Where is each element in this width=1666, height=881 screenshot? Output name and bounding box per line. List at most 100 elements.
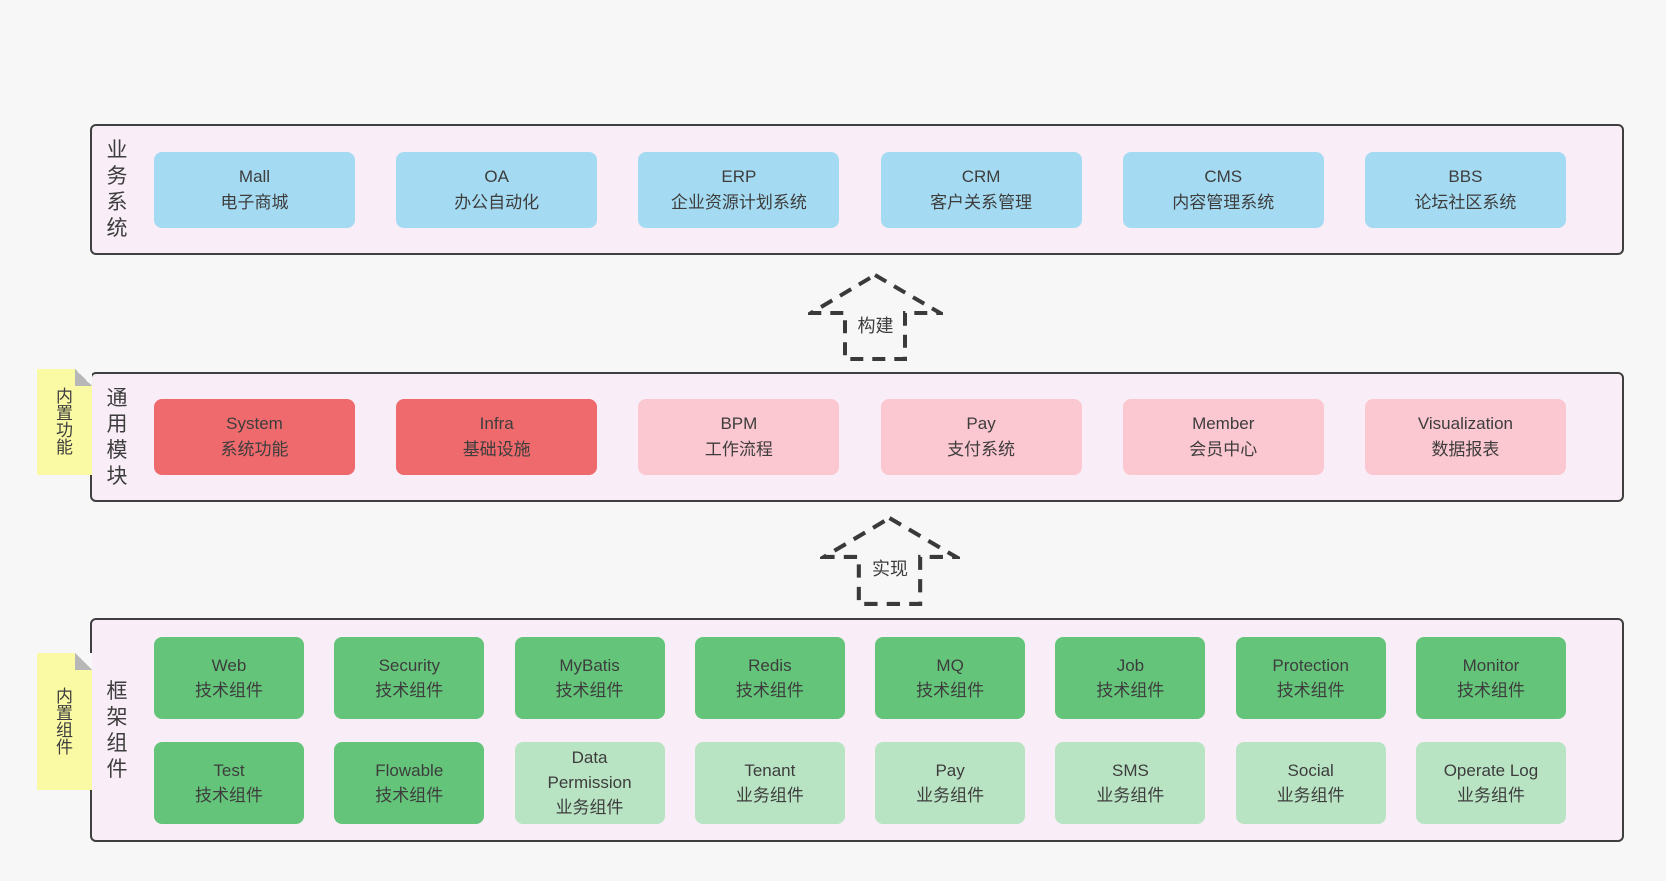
box-subtitle: 内容管理系统 — [1172, 192, 1275, 212]
box-subtitle: 技术组件 — [555, 680, 624, 700]
box-title: Protection — [1272, 655, 1349, 675]
box-title: MyBatis — [559, 655, 620, 675]
box-subtitle: 技术组件 — [1096, 680, 1165, 700]
layer-modules-side-label: 通用模块 — [106, 386, 128, 488]
box-subtitle: 会员中心 — [1189, 440, 1258, 459]
box-subtitle: 系统功能 — [220, 440, 289, 459]
box-subtitle: 业务组件 — [555, 798, 624, 817]
box-title: Job — [1116, 655, 1145, 675]
box-subtitle: 技术组件 — [195, 785, 263, 805]
box-erp: ERP 企业资源计划系统 — [638, 151, 840, 228]
box-title: CRM — [961, 166, 1001, 186]
box-subtitle: 支付系统 — [947, 440, 1016, 459]
box-title: Infra — [479, 414, 514, 433]
layer-components-side-label: 框架组件 — [106, 679, 128, 781]
box-subtitle: 技术组件 — [195, 680, 263, 700]
box-subtitle: 办公自动化 — [454, 192, 540, 212]
box-title: OA — [484, 166, 509, 186]
box-title: Operate Log — [1443, 760, 1539, 780]
box-title: Web — [211, 655, 247, 675]
box-title: Redis — [748, 655, 792, 675]
box-subtitle: 技术组件 — [375, 680, 444, 700]
box-security: Security 技术组件 — [334, 636, 485, 719]
folded-corner — [75, 653, 92, 670]
box-mq: MQ 技术组件 — [875, 636, 1026, 719]
box-subtitle: 业务组件 — [735, 785, 804, 805]
box-subtitle: 电子商城 — [220, 192, 289, 212]
box-bpm: BPM 工作流程 — [638, 399, 840, 475]
box-title: Tenant — [744, 760, 796, 780]
box-title: MQ — [936, 655, 964, 675]
box-subtitle: 技术组件 — [1456, 680, 1525, 700]
box-title: Monitor — [1462, 655, 1520, 675]
box-subtitle: 业务组件 — [916, 785, 985, 805]
folded-corner — [75, 369, 92, 386]
box-system: System 系统功能 — [154, 399, 355, 475]
box-title: BBS — [1448, 166, 1483, 186]
layer-business-side-label: 业务系统 — [106, 139, 128, 240]
box-monitor: Monitor 技术组件 — [1415, 636, 1566, 719]
box-pay: Pay 业务组件 — [875, 741, 1026, 824]
box-subtitle: 技术组件 — [735, 680, 804, 700]
box-title: Security — [378, 655, 440, 675]
box-subtitle: 客户关系管理 — [930, 192, 1033, 212]
arrow-implement-label: 实现 — [869, 554, 911, 582]
box-job: Job 技术组件 — [1055, 636, 1206, 719]
box-subtitle: 基础设施 — [462, 440, 531, 459]
box-subtitle: 技术组件 — [375, 785, 444, 805]
box-flowable: Flowable 技术组件 — [334, 741, 485, 824]
sticky-label: 内置组件 — [56, 686, 73, 757]
arrow-build-label: 构建 — [854, 311, 897, 339]
box-title: Test — [213, 760, 245, 780]
box-title: Data Permission — [547, 748, 632, 792]
box-title: ERP — [721, 166, 757, 186]
box-title: SMS — [1111, 760, 1149, 780]
box-cms: CMS 内容管理系统 — [1122, 151, 1324, 228]
box-infra: Infra 基础设施 — [396, 399, 598, 475]
box-protection: Protection 技术组件 — [1235, 636, 1386, 719]
box-title: Pay — [935, 760, 965, 780]
sticky-note-built-in-components: 内置组件 — [37, 653, 92, 790]
box-subtitle: 工作流程 — [704, 440, 773, 459]
box-subtitle: 技术组件 — [916, 680, 985, 700]
box-title: Visualization — [1417, 414, 1513, 433]
arrow-implement: 实现 — [820, 515, 960, 608]
box-subtitle: 技术组件 — [1276, 680, 1345, 700]
sticky-note-built-in-functions: 内置功能 — [37, 369, 92, 475]
box-subtitle: 论坛社区系统 — [1414, 192, 1517, 212]
arrow-build-shape — [808, 272, 943, 361]
box-title: Flowable — [375, 760, 444, 780]
box-mybatis: MyBatis 技术组件 — [514, 636, 665, 719]
box-subtitle: 业务组件 — [1276, 785, 1345, 805]
box-tenant: Tenant 业务组件 — [694, 741, 845, 824]
box-crm: CRM 客户关系管理 — [880, 151, 1082, 228]
box-bbs: BBS 论坛社区系统 — [1364, 151, 1566, 228]
box-web: Web 技术组件 — [154, 636, 304, 719]
box-data-permission: Data Permission 业务组件 — [514, 741, 665, 824]
box-subtitle: 业务组件 — [1096, 785, 1165, 805]
box-title: CMS — [1204, 166, 1243, 186]
box-redis: Redis 技术组件 — [694, 636, 845, 719]
box-subtitle: 企业资源计划系统 — [670, 192, 807, 212]
box-title: BPM — [720, 414, 758, 433]
arrow-implement-shape — [820, 515, 960, 606]
sticky-label: 内置功能 — [56, 387, 73, 457]
box-title: System — [226, 414, 283, 433]
box-oa: OA 办公自动化 — [396, 151, 598, 228]
